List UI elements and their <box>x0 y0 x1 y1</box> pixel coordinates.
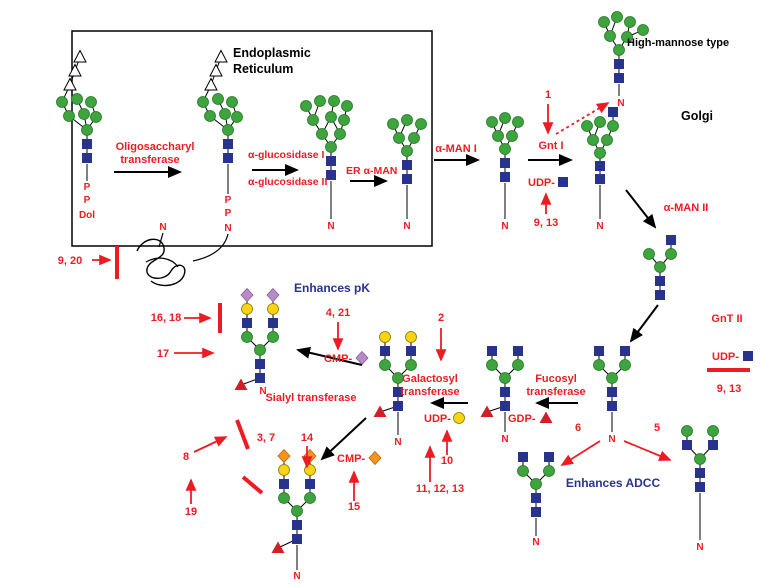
phosphate2-s1: P <box>84 195 91 206</box>
num-3-7: 3, 7 <box>257 432 275 444</box>
udp-glcnac-2-glyph <box>743 351 753 361</box>
high-mannose-label: High-mannose type <box>627 37 729 49</box>
asn-man9: N <box>327 221 334 232</box>
glycan-man8 <box>387 114 427 219</box>
num-8: 8 <box>183 451 189 463</box>
asn-man8: N <box>403 221 410 232</box>
glycan-high-mannose <box>598 11 649 96</box>
nascent-protein-squiggle-2 <box>145 257 179 268</box>
glucosidase1-label: α-glucosidase I <box>248 149 325 161</box>
glycan-man2-product <box>643 235 677 300</box>
asn-galactosylated: N <box>394 437 401 448</box>
golgi-label: Golgi <box>681 109 713 123</box>
cmp-sialic-glyph <box>355 350 369 366</box>
num-2: 2 <box>438 312 444 324</box>
inhibition-bar-19 <box>241 475 264 495</box>
phosphate1-s1: P <box>84 182 91 193</box>
glycan-man5 <box>486 112 524 219</box>
glycan-gnt1-product <box>581 107 619 219</box>
gnt1-label: Gnt I <box>538 140 563 152</box>
inhibition-bar-3-7-8 <box>235 419 250 450</box>
phosphate1-s2: P <box>225 195 232 206</box>
glycan-dolichol-precursor <box>56 49 102 181</box>
num-10: 10 <box>441 455 453 467</box>
glycan-hybrid <box>681 425 719 540</box>
asn-high-mannose: N <box>617 98 624 109</box>
arrow-8 <box>193 436 228 453</box>
gdp-fucose-glyph <box>539 411 553 423</box>
fucosyl-label-line2: transferase <box>526 386 585 398</box>
asn-hybrid: N <box>696 542 703 553</box>
num-17: 17 <box>157 348 169 360</box>
asn-sialylated-pk: N <box>259 386 266 397</box>
asn-fucosylated: N <box>501 434 508 445</box>
asn-sialylated-alt: N <box>293 571 300 582</box>
cmp-sialic-alt-glyph <box>368 450 382 466</box>
dolichol-label: Dol <box>79 210 95 221</box>
asn-man5: N <box>501 221 508 232</box>
glucosidase2-label: α-glucosidase II <box>248 176 327 188</box>
asn-protein: N <box>159 222 166 233</box>
er-man-label: ER α-MAN <box>346 165 397 177</box>
glycan-galactosylated <box>373 331 417 435</box>
man2-label: α-MAN II <box>664 202 709 214</box>
num-6: 6 <box>575 422 581 434</box>
glycan-afucosylated <box>517 452 555 536</box>
cmp-sia2-label: CMP- <box>337 453 365 465</box>
galactosyl-label-line1: Galactosyl <box>402 373 458 385</box>
ost-label-line2: transferase <box>120 154 179 166</box>
ost-label-line1: Oligosaccharyl <box>116 141 195 153</box>
glycan-sialylated-alt <box>271 448 317 570</box>
enhances-pk-label: Enhances pK <box>294 281 370 295</box>
asn-s2: N <box>224 223 231 234</box>
num-19: 19 <box>185 506 197 518</box>
gnt2-label: GnT II <box>711 313 742 325</box>
num-5: 5 <box>654 422 660 434</box>
udp-glcnac-glyph <box>558 177 568 187</box>
num-11-12-13: 11, 12, 13 <box>416 483 464 495</box>
galactosyl-label-line2: transferase <box>400 386 459 398</box>
gdp-fuc-label: GDP- <box>508 413 536 425</box>
man1-label: α-MAN I <box>435 143 477 155</box>
er-boundary-box <box>71 30 433 247</box>
glycan-fucosylated <box>480 346 524 432</box>
arrow-gnt2 <box>629 304 659 343</box>
arrow-man2 <box>625 189 657 229</box>
arrow-gnt1-bypass-dotted <box>555 102 610 135</box>
udp-gnt2-label: UDP- <box>712 351 739 363</box>
num-9-13-a: 9, 13 <box>534 217 558 229</box>
num-4-21: 4, 21 <box>326 307 350 319</box>
asn-biantennary: N <box>608 434 615 445</box>
num-14: 14 <box>301 432 314 444</box>
glycan-man9 <box>300 95 353 219</box>
enhances-adcc-label: Enhances ADCC <box>566 476 661 490</box>
cmp-sia-label: CMP- <box>324 353 352 365</box>
arrow-sialyl-upper <box>296 346 363 366</box>
udp-galactose-glyph <box>453 412 465 424</box>
glycan-sialylated-pk <box>234 287 280 390</box>
asn-gnt1: N <box>596 221 603 232</box>
num-15: 15 <box>348 501 360 513</box>
er-title-line1: Endoplasmic <box>233 46 311 60</box>
udp-gal-label: UDP- <box>424 413 451 425</box>
num-9-13-b: 9, 13 <box>717 383 741 395</box>
num-1: 1 <box>545 89 551 101</box>
er-title-line2: Reticulum <box>233 62 293 76</box>
udp-gnt1-label: UDP- <box>528 177 555 189</box>
num-9-20: 9, 20 <box>58 255 82 267</box>
fucosyl-label-line1: Fucosyl <box>535 373 577 385</box>
phosphate2-s2: P <box>225 208 232 219</box>
num-16-18: 16, 18 <box>151 312 182 324</box>
protein-asn-connector <box>158 232 164 248</box>
nascent-protein-squiggle <box>136 238 186 287</box>
arrow-6 <box>560 440 601 466</box>
arrow-5 <box>623 440 672 461</box>
glycan-biantennary <box>593 346 631 432</box>
arrow-sialyl-lower <box>320 417 367 461</box>
glycan-transferred-precursor <box>197 49 243 194</box>
sialyl-label: Sialyl transferase <box>265 392 356 404</box>
asn-afucosylated: N <box>532 537 539 548</box>
glycan-to-protein-connector <box>192 233 229 262</box>
